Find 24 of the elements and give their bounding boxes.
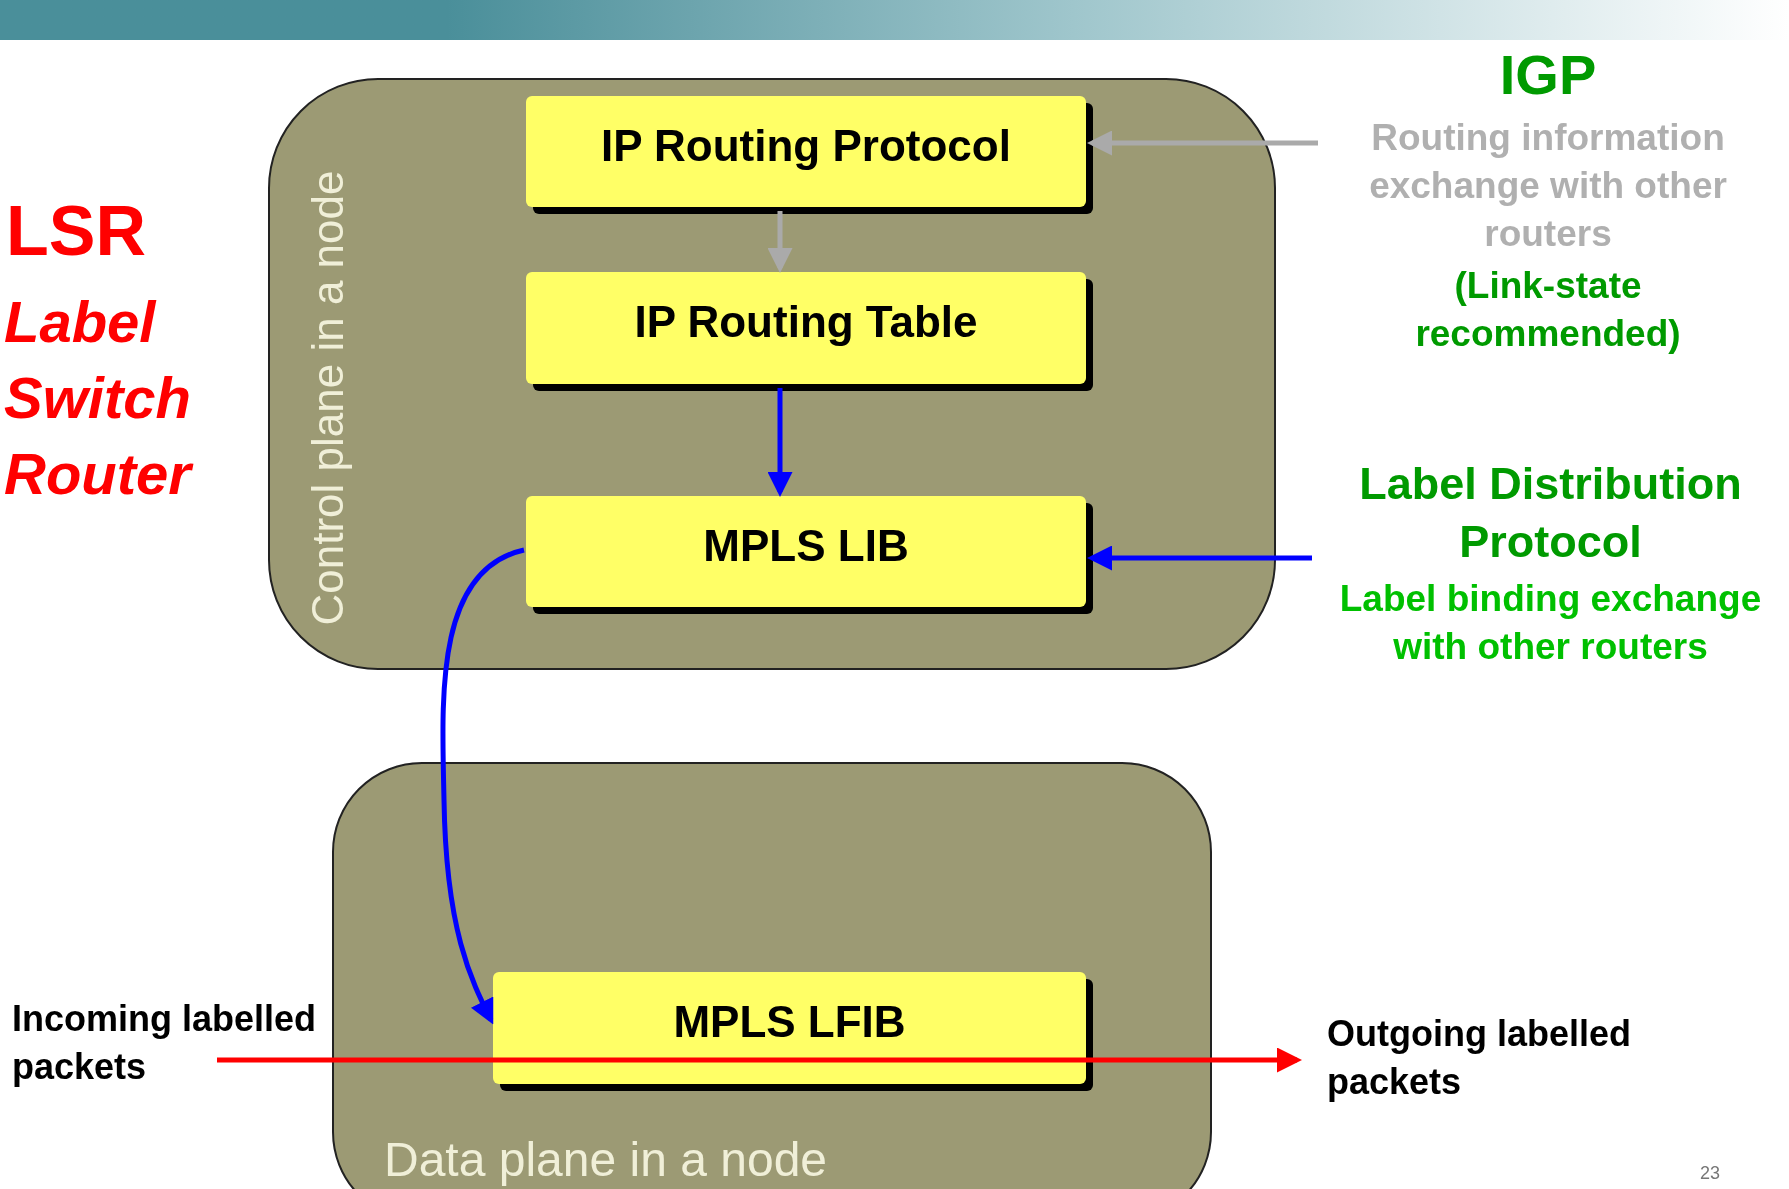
protocol-title: IGP	[1499, 42, 1597, 108]
arrow	[767, 388, 793, 497]
packet-label: Outgoing labelled packets	[1327, 1012, 1632, 1104]
plane-label: Data plane in a node	[384, 1132, 827, 1188]
box-label: IP Routing Protocol	[601, 119, 1011, 172]
plane-label: Control plane in a node	[302, 170, 353, 626]
box-label: IP Routing Table	[634, 296, 978, 348]
protocol-note: (Link-state recommended)	[1414, 264, 1682, 356]
protocol-title: Label Distribution Protocol	[1358, 457, 1743, 569]
arrow	[767, 211, 793, 273]
page-number: 23	[1700, 1164, 1721, 1182]
arrow	[1084, 1047, 1302, 1073]
data-plane-panel	[332, 762, 1212, 1189]
protocol-description: Routing information exchange with other routers	[1368, 116, 1728, 256]
packet-label: Incoming labelled packets	[12, 997, 318, 1089]
protocol-description: Label binding exchange with other routers	[1338, 577, 1763, 669]
arrow	[440, 547, 525, 1025]
box-label: MPLS LFIB	[673, 996, 906, 1048]
full-name-label: Label Switch Router	[4, 284, 204, 512]
control-plane-panel	[268, 78, 1276, 670]
arrow	[1087, 130, 1318, 156]
arrow	[1087, 545, 1312, 571]
box-label: MPLS LIB	[703, 519, 909, 572]
acronym-label: LSR	[6, 196, 146, 266]
